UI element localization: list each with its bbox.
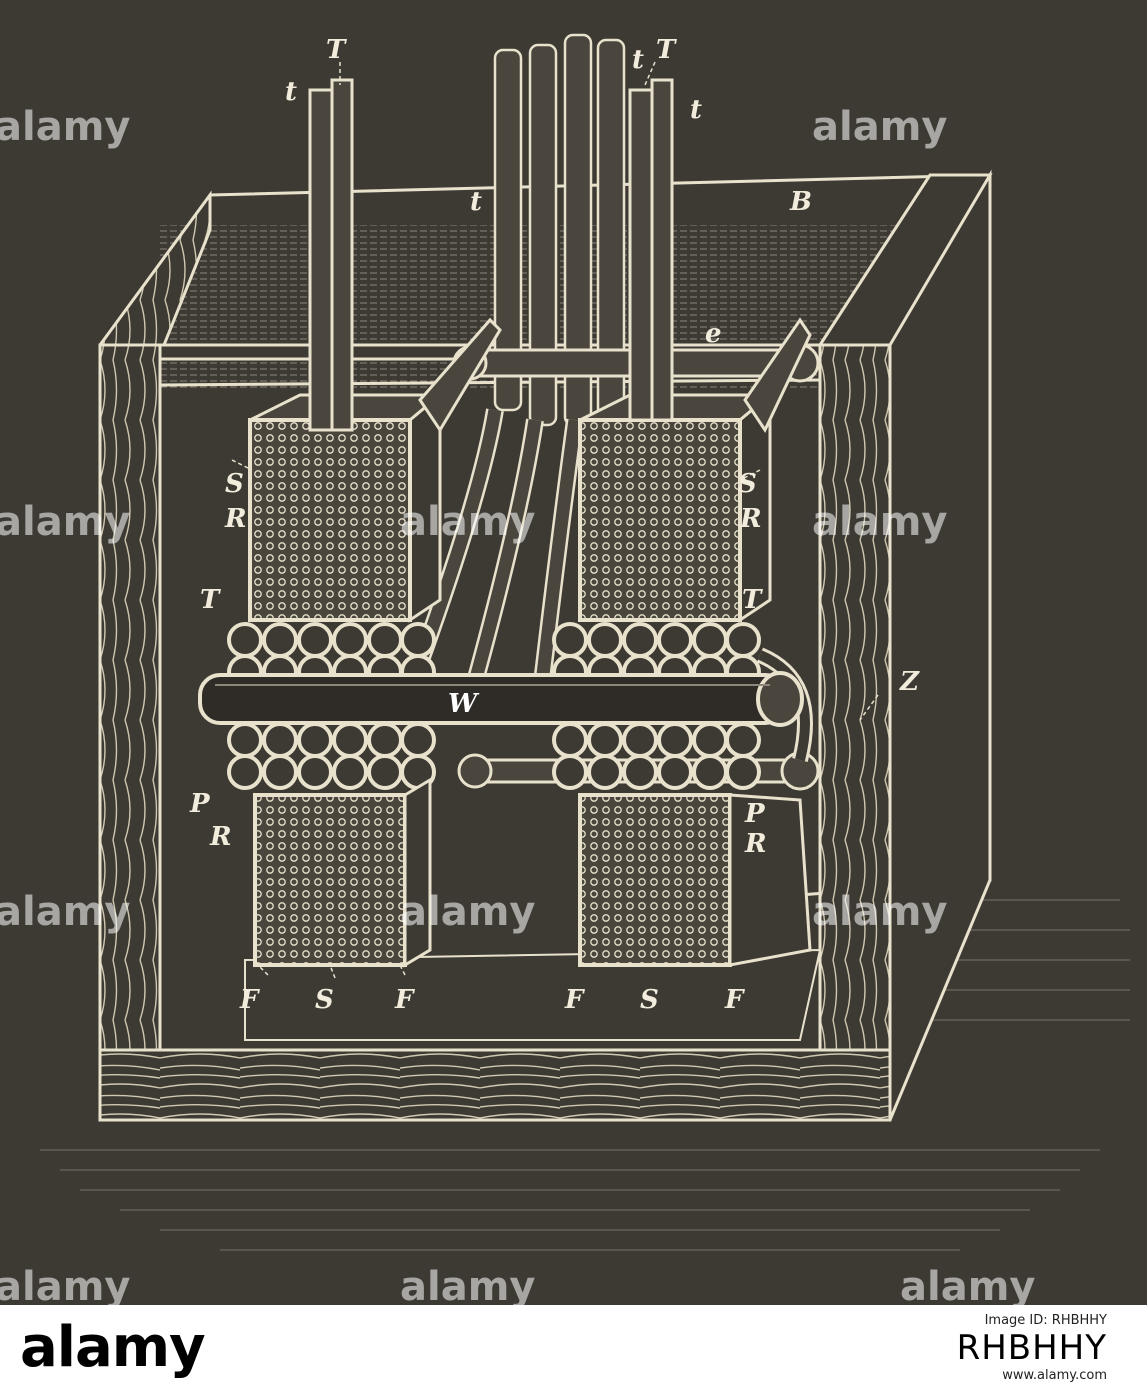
watermark: alamy: [0, 889, 130, 935]
watermark: alamy: [0, 1264, 130, 1305]
brand-logo: alamy: [20, 1315, 206, 1380]
tank-bottom-board: [98, 1048, 892, 1122]
transformer-illustration: T t t t T t B e S R S R T T W Z P R P R …: [0, 33, 1130, 1305]
label-t-pipe-right: t: [690, 95, 702, 125]
left-lower-tubes: [227, 722, 436, 790]
label-s-bottom-1: S: [315, 985, 334, 1015]
label-r-low-left: R: [209, 822, 232, 852]
watermarks: alamy alamy alamy alamy alamy alamy alam…: [0, 104, 1035, 1305]
label-f-1: F: [239, 985, 260, 1015]
right-lower-coil: [578, 793, 812, 967]
diagram-labels: T t t t T t B e S R S R T T W Z P R P R …: [189, 35, 920, 1015]
leader-lines: [231, 61, 879, 979]
label-t-mid-right: T: [742, 585, 763, 615]
left-lower-coil: [253, 777, 432, 968]
label-t-small-right: t: [632, 45, 644, 75]
right-upper-coil: [578, 317, 812, 623]
tank-right-side: [888, 169, 992, 1121]
label-e: e: [705, 319, 722, 349]
label-s-right: S: [738, 469, 757, 499]
watermark: alamy: [400, 499, 535, 545]
watermark: alamy: [400, 889, 535, 935]
site-url: www.alamy.com: [1002, 1367, 1107, 1383]
label-f-3: F: [564, 985, 585, 1015]
label-s-bottom-2: S: [640, 985, 659, 1015]
label-f-4: F: [724, 985, 745, 1015]
image-caption: Image ID: RHBHHY: [984, 1312, 1107, 1328]
label-z: Z: [899, 667, 920, 697]
left-upper-coil: [248, 317, 502, 623]
label-t-top-right: T: [656, 35, 677, 65]
left-terminal-rod: [308, 78, 354, 432]
label-w: W: [448, 689, 480, 719]
label-r-left: R: [224, 504, 247, 534]
label-r-low-right: R: [744, 829, 767, 859]
label-f-2: F: [394, 985, 415, 1015]
watermark: alamy: [812, 889, 947, 935]
watermark: alamy: [0, 104, 130, 150]
label-s-left: S: [225, 469, 244, 499]
stock-footer: alamy Image ID: RHBHHY RHBHHY www.alamy.…: [0, 1305, 1147, 1390]
core-bar-w: [198, 671, 804, 727]
watermark: alamy: [812, 499, 947, 545]
watermark: alamy: [812, 104, 947, 150]
label-t-top-left: T: [326, 35, 347, 65]
right-lower-tubes: [552, 722, 761, 790]
right-terminal-rod: [628, 78, 674, 422]
footer-info: Image ID: RHBHHY RHBHHY www.alamy.com: [957, 1313, 1107, 1383]
label-r-right: R: [739, 504, 762, 534]
label-t-mid-left: T: [200, 585, 221, 615]
watermark: alamy: [400, 1264, 535, 1305]
label-p-left: P: [189, 789, 211, 819]
image-id: RHBHHY: [956, 1327, 1107, 1368]
label-t-pipe-left: t: [470, 187, 482, 217]
tank-left-post: [98, 343, 162, 1112]
watermark: alamy: [0, 499, 130, 545]
watermark: alamy: [900, 1264, 1035, 1305]
engraving-figure: T t t t T t B e S R S R T T W Z P R P R …: [0, 0, 1147, 1305]
label-b: B: [789, 187, 812, 217]
label-p-right: P: [744, 799, 766, 829]
tank-right-post: [818, 343, 892, 1122]
label-t-small-left: t: [285, 77, 297, 107]
terminal-bundle: [401, 33, 626, 703]
